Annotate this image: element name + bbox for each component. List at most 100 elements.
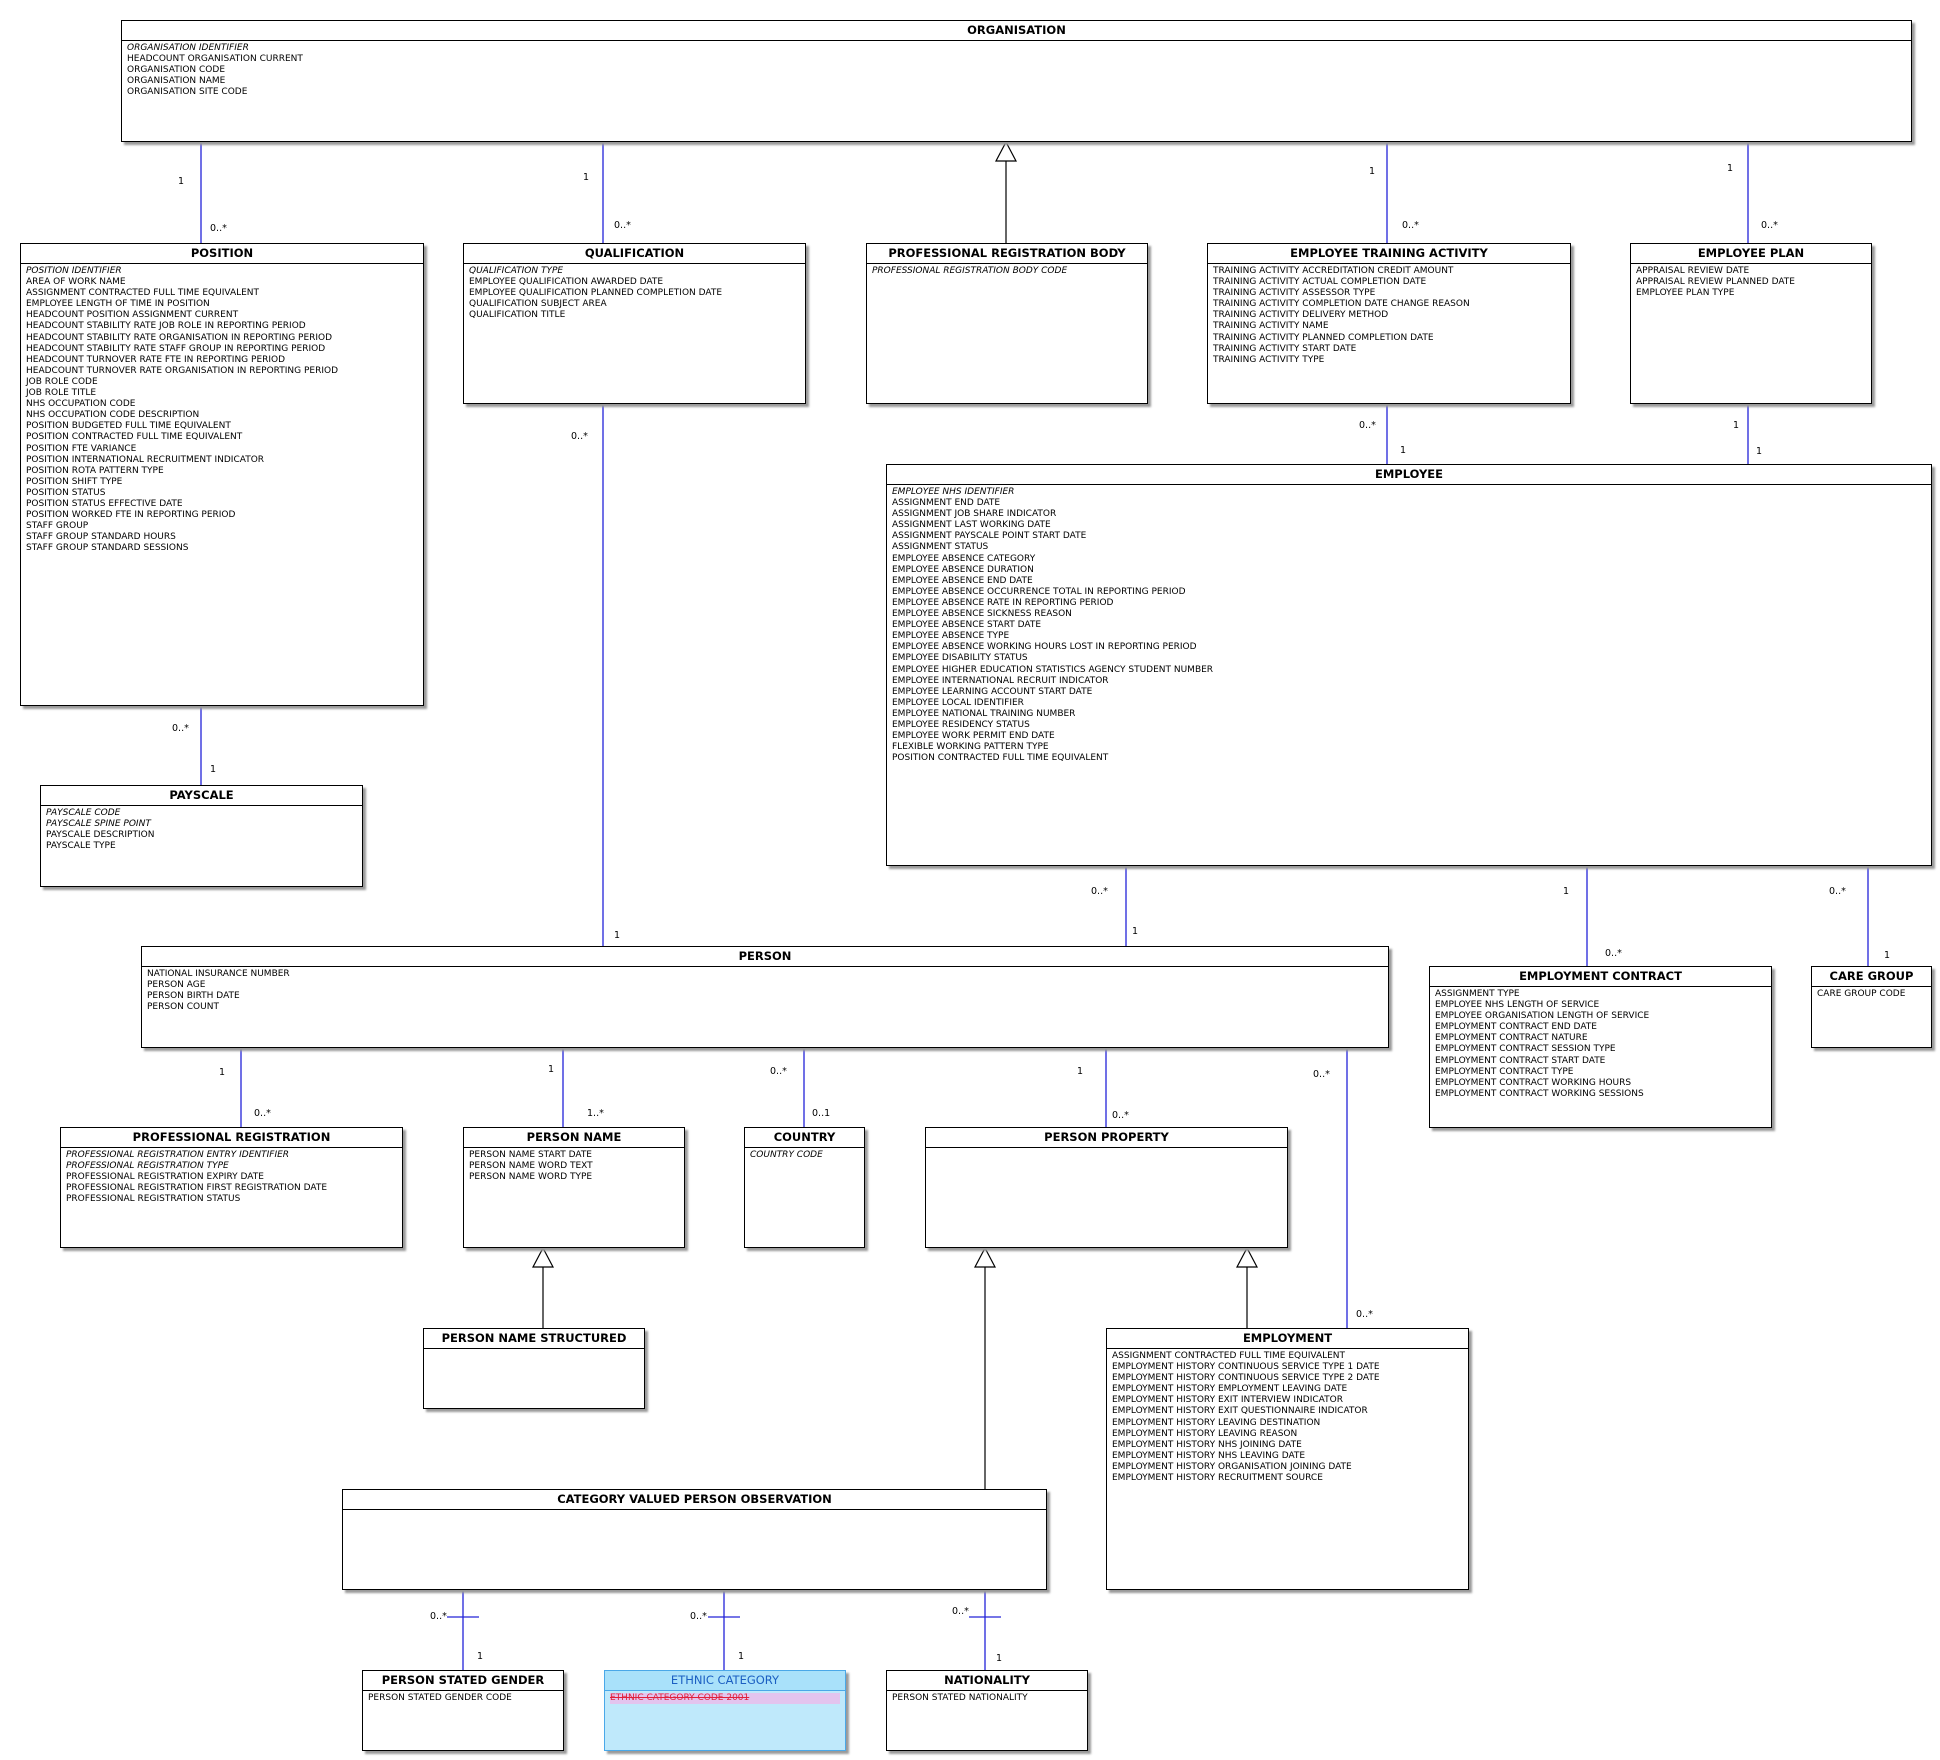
entity-person-property[interactable]: PERSON PROPERTY bbox=[925, 1127, 1288, 1248]
attribute-item: EMPLOYMENT CONTRACT WORKING HOURS bbox=[1435, 1077, 1632, 1088]
attribute-item: PERSON NAME WORD TEXT bbox=[469, 1161, 593, 1172]
multiplicity-label: 0..* bbox=[1359, 420, 1376, 431]
attribute-list bbox=[926, 1148, 1287, 1150]
entity-title: CATEGORY VALUED PERSON OBSERVATION bbox=[343, 1490, 1046, 1510]
multiplicity-label: 0..* bbox=[1313, 1069, 1330, 1080]
multiplicity-label: 0..* bbox=[1091, 886, 1108, 897]
multiplicity-label: 0..* bbox=[1402, 220, 1419, 231]
multiplicity-label: 1 bbox=[548, 1064, 555, 1075]
multiplicity-label: 1..* bbox=[587, 1108, 604, 1119]
attribute-item: HEADCOUNT TURNOVER RATE FTE IN REPORTING… bbox=[26, 354, 286, 365]
attribute-item: HEADCOUNT POSITION ASSIGNMENT CURRENT bbox=[26, 310, 239, 321]
attribute-item: POSITION ROTA PATTERN TYPE bbox=[26, 465, 164, 476]
multiplicity-label: 1 bbox=[738, 1651, 745, 1662]
attribute-item: PAYSCALE SPINE POINT bbox=[46, 819, 151, 830]
multiplicity-label: 0..* bbox=[614, 220, 631, 231]
attribute-item: EMPLOYEE PLAN TYPE bbox=[1636, 288, 1735, 299]
entity-person-name-structured[interactable]: PERSON NAME STRUCTURED bbox=[423, 1328, 645, 1409]
attribute-item: EMPLOYEE ABSENCE START DATE bbox=[892, 620, 1042, 631]
attribute-item: EMPLOYEE ABSENCE RATE IN REPORTING PERIO… bbox=[892, 597, 1114, 608]
attribute-item: EMPLOYEE ABSENCE SICKNESS REASON bbox=[892, 609, 1072, 620]
attribute-list bbox=[343, 1510, 1046, 1512]
entity-title: PAYSCALE bbox=[41, 786, 362, 806]
attribute-item: EMPLOYMENT HISTORY EXIT QUESTIONNAIRE IN… bbox=[1112, 1406, 1368, 1417]
attribute-item: ORGANISATION CODE bbox=[127, 65, 226, 76]
entity-title: COUNTRY bbox=[745, 1128, 864, 1148]
entity-title: PERSON NAME STRUCTURED bbox=[424, 1329, 644, 1349]
entity-category-valued-person-observation[interactable]: CATEGORY VALUED PERSON OBSERVATION bbox=[342, 1489, 1047, 1590]
multiplicity-label: 1 bbox=[1563, 886, 1570, 897]
attribute-item: HEADCOUNT STABILITY RATE STAFF GROUP IN … bbox=[26, 343, 326, 354]
attribute-item: HEADCOUNT ORGANISATION CURRENT bbox=[127, 54, 303, 65]
attribute-item: TRAINING ACTIVITY DELIVERY METHOD bbox=[1213, 310, 1389, 321]
inherit-pns-arrow bbox=[532, 1246, 554, 1268]
multiplicity-label: 0..* bbox=[172, 723, 189, 734]
attribute-item: TRAINING ACTIVITY ACCREDITATION CREDIT A… bbox=[1213, 266, 1454, 276]
attribute-list: PERSON STATED NATIONALITY bbox=[887, 1691, 1087, 1704]
associations bbox=[200, 142, 1869, 1670]
multiplicity-label: 1 bbox=[219, 1067, 226, 1078]
attribute-item: STAFF GROUP STANDARD SESSIONS bbox=[26, 543, 189, 554]
attribute-item: EMPLOYEE QUALIFICATION PLANNED COMPLETIO… bbox=[469, 288, 723, 299]
attribute-item: EMPLOYEE INTERNATIONAL RECRUIT INDICATOR bbox=[892, 675, 1109, 686]
attribute-item: EMPLOYMENT CONTRACT NATURE bbox=[1435, 1033, 1588, 1044]
attribute-list: CARE GROUP CODE bbox=[1812, 987, 1931, 1000]
attribute-item: NATIONAL INSURANCE NUMBER bbox=[147, 969, 290, 979]
multiplicity-label: 1 bbox=[210, 764, 217, 775]
entity-title: EMPLOYMENT bbox=[1107, 1329, 1468, 1349]
multiplicity-label: 1 bbox=[1400, 445, 1407, 456]
attribute-item: QUALIFICATION SUBJECT AREA bbox=[469, 299, 607, 310]
attribute-item: ETHNIC CATEGORY CODE 2001 bbox=[610, 1693, 840, 1705]
attribute-item: EMPLOYMENT HISTORY EXIT INTERVIEW INDICA… bbox=[1112, 1395, 1343, 1406]
attribute-item: EMPLOYEE ABSENCE CATEGORY bbox=[892, 553, 1036, 564]
multiplicity-label: 0..* bbox=[1356, 1309, 1373, 1320]
attribute-item: POSITION SHIFT TYPE bbox=[26, 476, 123, 487]
attribute-list: COUNTRY CODE bbox=[745, 1148, 864, 1161]
attribute-item: ORGANISATION SITE CODE bbox=[127, 87, 248, 98]
attribute-item: EMPLOYEE ABSENCE OCCURRENCE TOTAL IN REP… bbox=[892, 586, 1186, 597]
attribute-item: EMPLOYEE NHS IDENTIFIER bbox=[892, 487, 1015, 497]
attribute-item: PROFESSIONAL REGISTRATION STATUS bbox=[66, 1194, 241, 1205]
attribute-item: TRAINING ACTIVITY TYPE bbox=[1213, 354, 1325, 365]
entity-employment[interactable]: EMPLOYMENT ASSIGNMENT CONTRACTED FULL TIM… bbox=[1106, 1328, 1469, 1590]
attribute-item: TRAINING ACTIVITY START DATE bbox=[1213, 343, 1357, 354]
attribute-item: HEADCOUNT STABILITY RATE ORGANISATION IN… bbox=[26, 332, 333, 343]
attribute-item: POSITION STATUS bbox=[26, 487, 106, 498]
attribute-item: ASSIGNMENT CONTRACTED FULL TIME EQUIVALE… bbox=[26, 288, 260, 299]
attribute-list: ASSIGNMENT CONTRACTED FULL TIME EQUIVALE… bbox=[1107, 1349, 1468, 1484]
attribute-item: PERSON NAME WORD TYPE bbox=[469, 1172, 593, 1183]
attribute-item: EMPLOYEE NATIONAL TRAINING NUMBER bbox=[892, 708, 1076, 719]
attribute-item: ASSIGNMENT CONTRACTED FULL TIME EQUIVALE… bbox=[1112, 1351, 1346, 1361]
multiplicity-label: 1 bbox=[1369, 166, 1376, 177]
multiplicity-label: 1 bbox=[1884, 950, 1891, 961]
attribute-item: TRAINING ACTIVITY NAME bbox=[1213, 321, 1329, 332]
entity-title: PERSON NAME bbox=[464, 1128, 684, 1148]
multiplicity-label: 1 bbox=[1733, 420, 1740, 431]
attribute-list: TRAINING ACTIVITY ACCREDITATION CREDIT A… bbox=[1208, 264, 1570, 366]
attribute-item: TRAINING ACTIVITY PLANNED COMPLETION DAT… bbox=[1213, 332, 1434, 343]
multiplicity-label: 0..* bbox=[1112, 1110, 1129, 1121]
entity-title: PROFESSIONAL REGISTRATION BODY bbox=[867, 244, 1147, 264]
inherit-cvpo-arrow bbox=[974, 1246, 996, 1268]
